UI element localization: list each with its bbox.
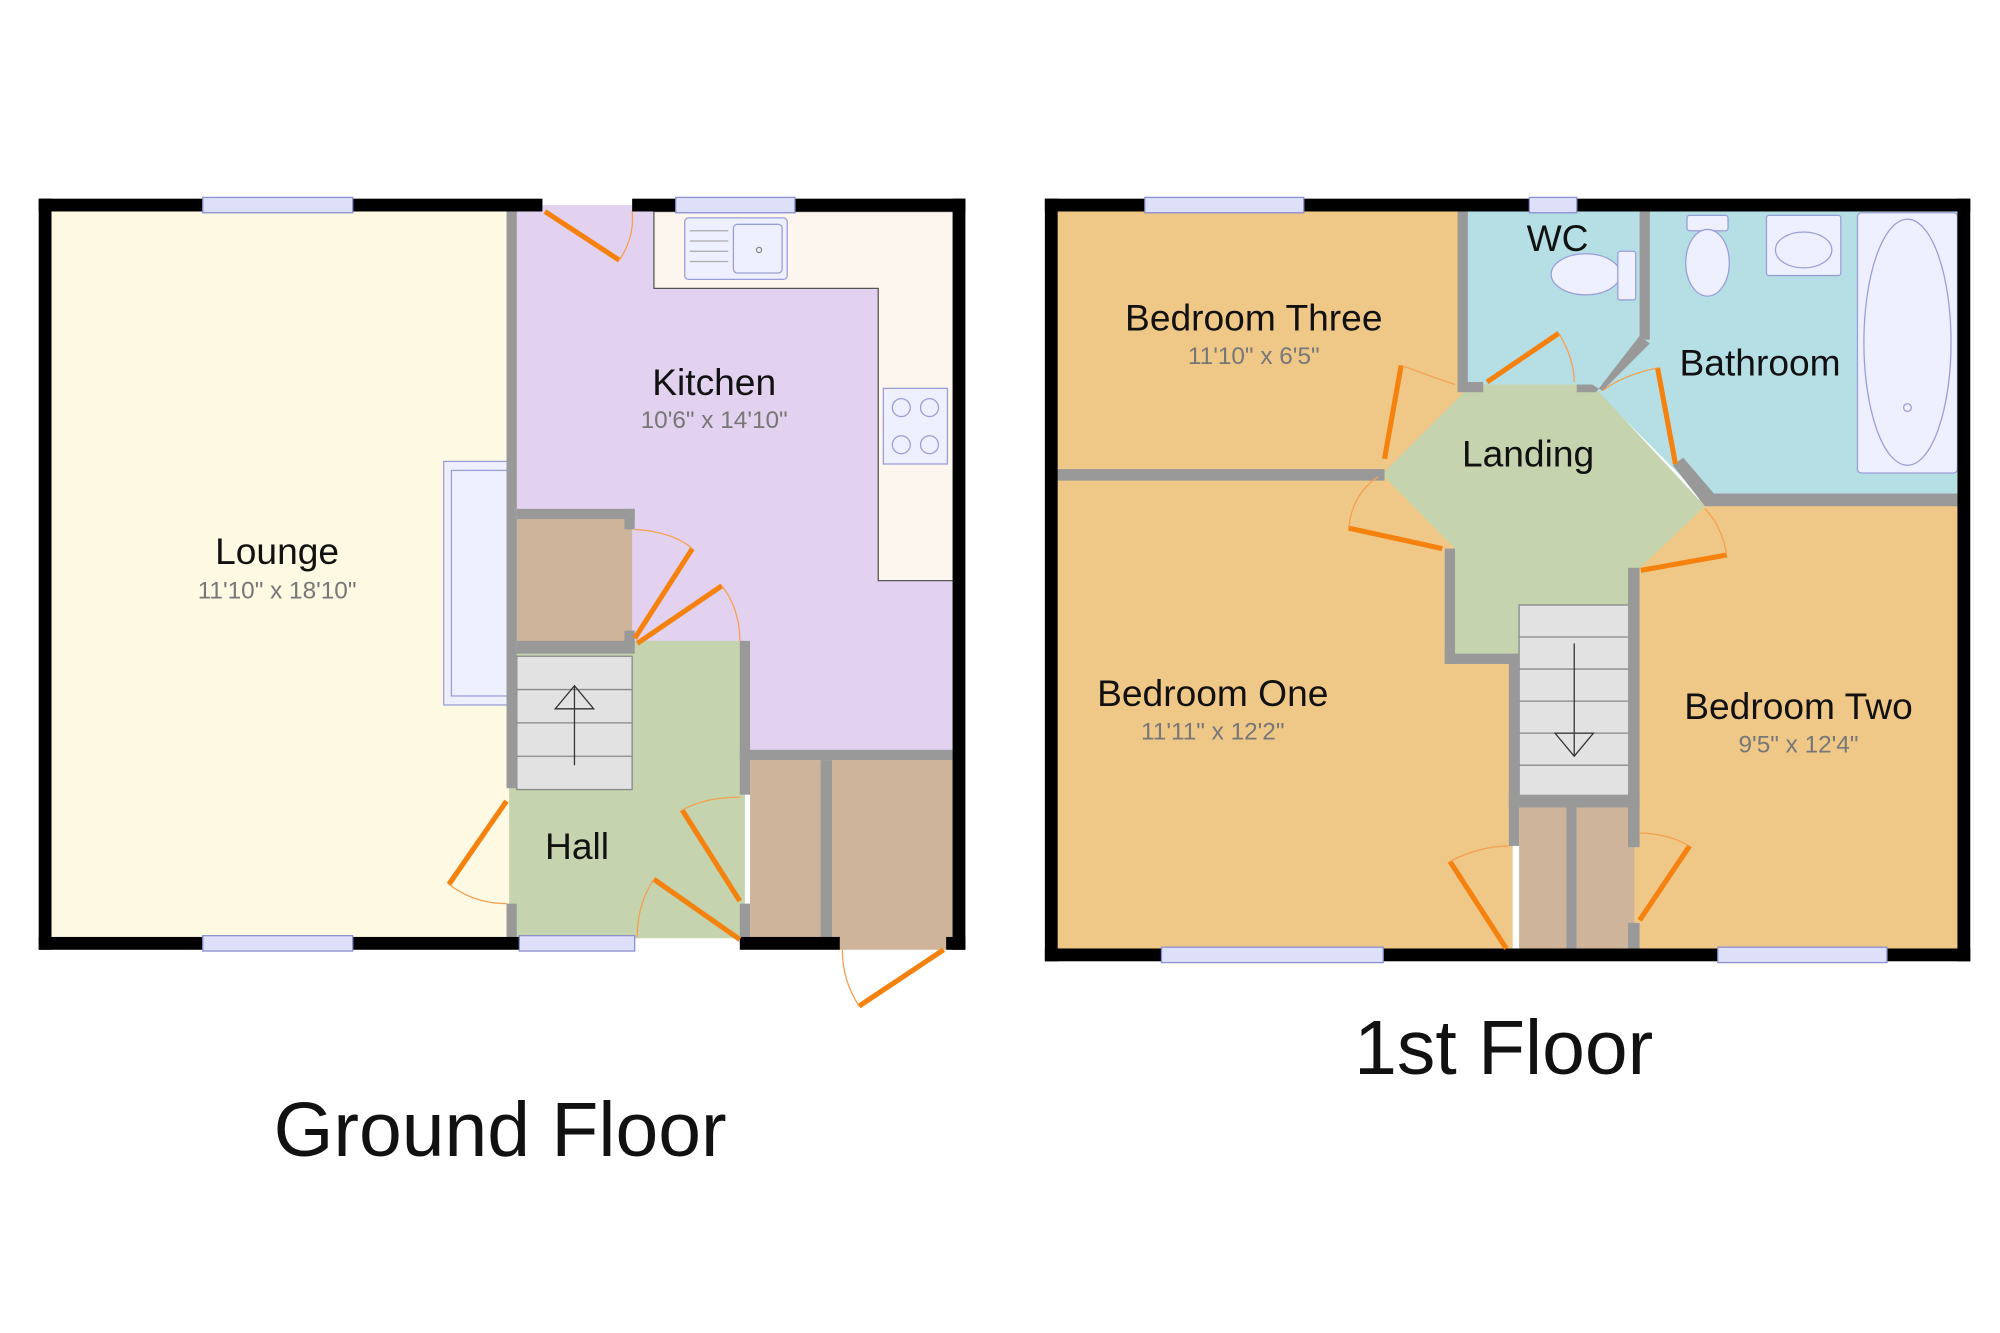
interior-wall <box>1672 457 1958 507</box>
lounge-area <box>45 205 510 944</box>
stairs-down-icon <box>1518 604 1630 798</box>
window <box>1717 946 1888 964</box>
exterior-wall <box>946 936 966 950</box>
ground-floor-plan: Lounge 11'10" x 18'10" Kitchen 10'6" x 1… <box>38 196 966 1173</box>
interior-wall <box>1508 794 1640 808</box>
door-lounge[interactable] <box>446 799 509 905</box>
door-bedroom-three[interactable] <box>1381 364 1456 460</box>
interior-wall <box>739 640 751 795</box>
room-name-hall: Hall <box>545 825 609 867</box>
window <box>202 935 354 952</box>
exterior-wall <box>739 936 840 950</box>
interior-wall <box>516 640 635 654</box>
interior-wall <box>1628 567 1640 848</box>
cupboard-left <box>750 760 822 940</box>
cupboard-right <box>832 760 954 950</box>
door-cupboard[interactable] <box>632 528 695 640</box>
basin-icon <box>1765 214 1842 277</box>
interior-wall <box>1576 335 1650 393</box>
window <box>1144 196 1305 214</box>
cupboard-right <box>1576 807 1635 952</box>
room-name-lounge: Lounge <box>215 530 339 572</box>
exterior-wall <box>38 198 52 950</box>
door-hall-cupboard[interactable] <box>679 796 742 903</box>
interior-wall <box>1628 922 1640 952</box>
room-name-kitchen: Kitchen <box>652 361 776 403</box>
bath-icon <box>1856 212 1959 474</box>
fireplace-icon <box>443 460 509 706</box>
room-dimensions-lounge: 11'10" x 18'10" <box>198 578 357 605</box>
bedroom-two-area <box>1634 499 1964 957</box>
stairs-up-icon <box>516 655 633 791</box>
interior-wall <box>624 630 635 644</box>
window <box>518 935 636 952</box>
door-external-store[interactable] <box>841 947 946 1009</box>
bedroom-one-area <box>1051 474 1513 957</box>
window <box>1160 946 1384 964</box>
interior-wall <box>739 749 954 761</box>
door-wc[interactable] <box>1485 331 1575 385</box>
door-cupboard-right[interactable] <box>1637 832 1692 922</box>
interior-wall <box>1457 211 1468 391</box>
interior-wall <box>1057 469 1385 481</box>
door-kitchen-hall[interactable] <box>635 583 741 646</box>
door-cupboard-left[interactable] <box>1447 845 1509 950</box>
interior-wall <box>1444 653 1520 664</box>
sink-icon <box>684 217 788 281</box>
toilet-icon <box>1685 214 1730 297</box>
room-name-bedroom-two: Bedroom Two <box>1684 685 1913 727</box>
room-dimensions-bedroom-one: 11'11" x 12'2" <box>1141 719 1284 746</box>
front-door[interactable] <box>636 877 742 942</box>
door-kitchen-back[interactable] <box>543 209 634 263</box>
room-dimensions-bedroom-three: 11'10" x 6'5" <box>1188 343 1320 370</box>
cupboard-left <box>1519 807 1568 952</box>
door-bedroom-two[interactable] <box>1640 508 1728 573</box>
room-dimensions-kitchen: 10'6" x 14'10" <box>641 407 788 434</box>
understairs-cupboard <box>516 519 633 643</box>
interior-wall <box>506 211 517 789</box>
interior-wall <box>1444 548 1456 664</box>
window <box>675 196 796 214</box>
landing-area <box>1381 384 1705 657</box>
interior-wall <box>624 508 635 530</box>
toilet-icon <box>1550 250 1637 301</box>
interior-wall <box>1566 807 1577 952</box>
interior-wall <box>1508 653 1520 846</box>
window <box>1528 196 1578 214</box>
interior-wall <box>516 508 635 520</box>
room-name-wc: WC <box>1527 217 1589 259</box>
door-bathroom[interactable] <box>1602 367 1678 465</box>
floor-title-ground: Ground Floor <box>274 1087 727 1173</box>
room-name-bathroom: Bathroom <box>1680 342 1841 384</box>
first-floor-plan: Bedroom Three 11'10" x 6'5" WC Bathroom … <box>1044 196 1971 1091</box>
window <box>202 196 354 214</box>
exterior-wall <box>1957 198 1971 962</box>
room-name-bedroom-three: Bedroom Three <box>1125 297 1382 339</box>
interior-wall <box>739 903 751 943</box>
room-name-bedroom-one: Bedroom One <box>1097 672 1328 714</box>
hob-icon <box>882 387 949 465</box>
interior-wall <box>1639 211 1650 340</box>
door-bedroom-one[interactable] <box>1347 476 1443 552</box>
interior-wall <box>820 760 833 943</box>
room-dimensions-bedroom-two: 9'5" x 12'4" <box>1739 731 1859 758</box>
interior-wall <box>1457 381 1484 393</box>
exterior-wall <box>952 198 966 950</box>
exterior-wall <box>1044 198 1058 962</box>
room-name-landing: Landing <box>1462 433 1594 475</box>
bedroom-three-area <box>1051 205 1468 477</box>
wc-area <box>1463 205 1646 391</box>
floor-title-first: 1st Floor <box>1354 1005 1653 1091</box>
interior-wall <box>506 903 517 943</box>
